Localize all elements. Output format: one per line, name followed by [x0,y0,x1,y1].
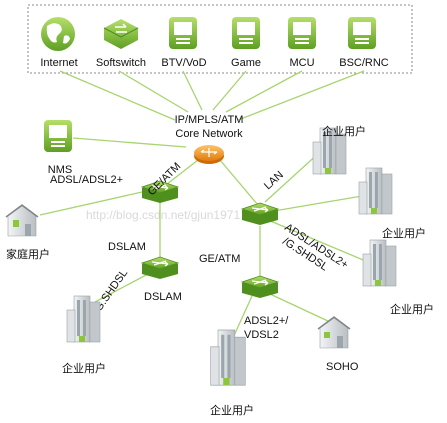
softswitch-icon [103,19,139,49]
bsc-label: BSC/RNC [339,57,389,69]
dslam-lower-switch-icon [141,256,179,280]
enterprise-user-right-2-label: 企业用户 [390,302,434,316]
watermark-text: http://blog.csdn.net/gjun1971 [86,208,240,222]
enterprise-building-right-2-icon [362,239,397,287]
adsl-left-label: ADSL/ADSL2+ [50,174,123,186]
dslam-lower-label: DSLAM [144,291,182,303]
enterprise-user-top-right-label: 企业用户 [322,124,366,138]
btv-label: BTV/VoD [161,57,206,69]
mcu-monitor-icon [288,17,316,49]
core-network-label-1: IP/MPLS/ATM [175,114,244,126]
internet-globe-icon [41,17,75,51]
enterprise-user-bottom-left-label: 企业用户 [62,361,106,375]
connection-lines [39,70,369,341]
internet-label: Internet [40,57,77,69]
game-monitor-icon [232,17,260,49]
softswitch-label: Softswitch [96,57,146,69]
game-label: Game [231,57,261,69]
enterprise-user-bottom-label: 企业用户 [210,403,254,417]
services-box [27,4,413,74]
mcu-label: MCU [289,57,314,69]
nms-monitor-icon [44,120,72,152]
core-network-label-2: Core Network [175,128,243,140]
adsl2-vdsl-label-1: ADSL2+/ [244,315,289,327]
lan-label: LAN [262,169,286,192]
enterprise-user-right-1-label: 企业用户 [382,226,426,240]
bsc-monitor-icon [348,17,376,49]
home-user-label: 家庭用户 [6,247,50,261]
core-router-icon [194,145,224,164]
ge-atm-mid-label: GE/ATM [199,253,240,265]
soho-house-icon [317,316,351,349]
enterprise-building-bottom-icon [210,329,246,386]
enterprise-building-right-1-icon [358,167,393,215]
btv-monitor-icon [169,17,197,49]
enterprise-building-bottom-left-icon [66,295,101,343]
home-building-icon [5,204,39,237]
dslam-upper-label: DSLAM [108,241,146,253]
adsl2-vdsl-label-2: VDSL2 [244,329,279,341]
nms-label: NMS [48,164,72,176]
soho-label: SOHO [326,361,359,373]
